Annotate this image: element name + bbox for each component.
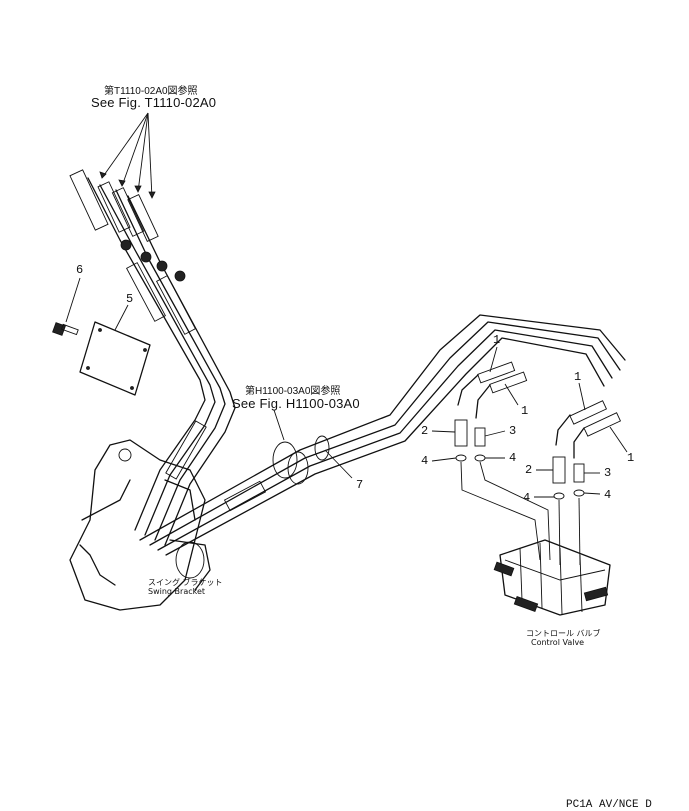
callout-4a: 4 <box>421 454 429 468</box>
top-reference-jp: 第T1110-02A0図参照 <box>104 86 198 97</box>
control-valve-label-en: Control Valve <box>531 638 585 647</box>
mid-reference-jp: 第H1100-03A0図参照 <box>245 386 341 397</box>
callout-3b: 3 <box>604 466 612 480</box>
callout-5: 5 <box>126 292 134 306</box>
callout-2b: 2 <box>525 463 533 477</box>
top-reference-en: See Fig. T1110-02A0 <box>91 95 217 110</box>
callout-2a: 2 <box>421 424 429 438</box>
adapters <box>454 419 585 500</box>
swing-bracket-label-jp: スイング ブラケット <box>148 578 223 587</box>
swing-bracket-drawing <box>69 439 211 611</box>
footer-code: PC1A AV/NCE D <box>566 799 652 811</box>
swing-bracket-label-en: Swing Bracket <box>148 587 206 596</box>
callout-1d: 1 <box>627 451 635 465</box>
callout-1a: 1 <box>493 333 501 347</box>
cover-plate <box>79 321 151 396</box>
bolt <box>52 322 79 336</box>
callout-3a: 3 <box>509 424 517 438</box>
control-valve-label-jp: コントロール バルブ <box>526 629 601 638</box>
reference-arrows <box>99 112 156 199</box>
callout-leaders <box>65 277 628 498</box>
callout-4d: 4 <box>604 488 612 502</box>
lower-hose-bundle <box>139 314 626 556</box>
callout-4c: 4 <box>523 491 531 505</box>
control-valve-drawing <box>493 539 611 616</box>
callout-6: 6 <box>76 263 84 277</box>
callout-4b: 4 <box>509 451 517 465</box>
callout-1c: 1 <box>574 370 582 384</box>
hose-fittings <box>457 361 622 459</box>
callout-1b: 1 <box>521 404 529 418</box>
callout-7: 7 <box>356 478 364 492</box>
mid-reference-en: See Fig. H1100-03A0 <box>232 396 360 411</box>
upper-hose-bundle <box>69 169 236 546</box>
